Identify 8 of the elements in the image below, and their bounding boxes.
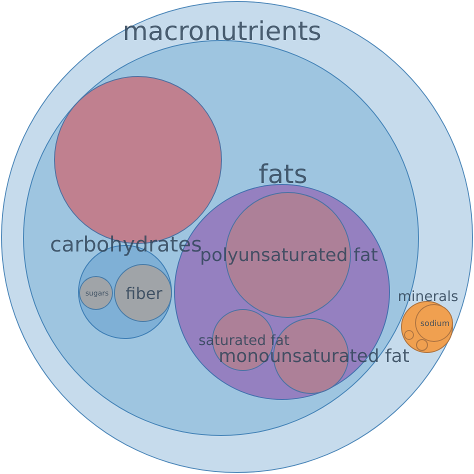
bubble [416,339,428,351]
bubble [415,304,453,342]
bubble-label: macronutrients [122,19,322,45]
bubble-label: sodium [420,320,450,328]
bubble [114,264,172,322]
bubble-label: fiber [126,286,162,302]
bubble [79,276,113,310]
bubble-label: fats [258,162,308,188]
